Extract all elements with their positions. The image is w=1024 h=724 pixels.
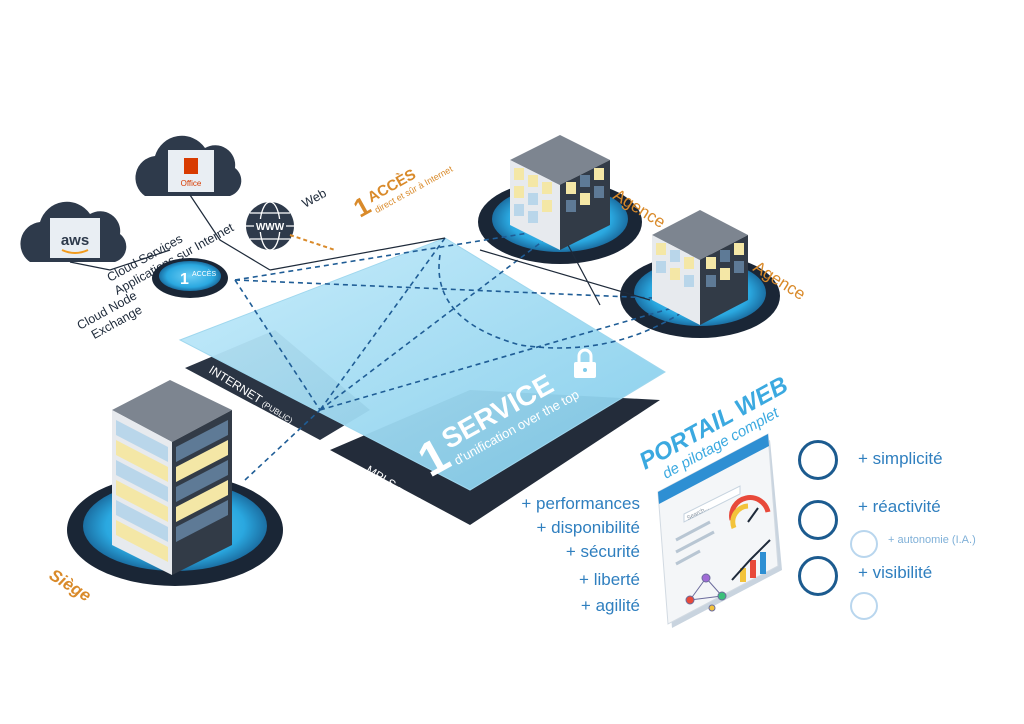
dashboard-panel: Search... — [657, 433, 782, 628]
gauge-icon — [729, 495, 771, 529]
agence-building-1 — [510, 135, 610, 250]
cloud-node-label: Cloud Node Exchange — [75, 288, 145, 342]
feature-reactivite: + réactivité — [858, 497, 941, 516]
feature-autonomie: + autonomie (I.A.) — [888, 534, 976, 546]
feature-simplicite: + simplicité — [858, 449, 943, 468]
web-label: Web — [300, 186, 329, 211]
siege-label: Siège — [46, 565, 95, 605]
office-cloud-icon: Office — [135, 135, 242, 196]
aws-cloud-icon: aws — [20, 201, 127, 262]
benefit-securite: + sécurité — [565, 542, 640, 561]
siege-building — [112, 380, 232, 575]
agence-building-2 — [652, 210, 748, 325]
visibilite-magnifier-icon — [798, 556, 838, 596]
network-graph-icon — [685, 573, 727, 612]
benefit-agilite: + agilité — [580, 596, 640, 615]
svg-text:1: 1 — [180, 271, 189, 288]
benefit-disponibilite: + disponibilité — [536, 518, 641, 537]
svg-text:ACCÈS: ACCÈS — [192, 269, 216, 278]
visibilite-network-icon — [850, 592, 878, 620]
list-lines-icon — [675, 520, 715, 566]
bar-chart-icon — [731, 539, 771, 582]
cloud-node-disc: 1 ACCÈS — [152, 258, 228, 298]
aws-label: aws — [61, 232, 89, 249]
service-platform — [178, 227, 701, 491]
lock-icon — [574, 348, 596, 378]
autonomie-brain-icon — [850, 530, 878, 558]
office-label: Office — [181, 179, 202, 188]
svg-text:WWW: WWW — [256, 222, 285, 233]
benefit-liberte: + liberté — [579, 570, 640, 589]
www-globe-icon: WWW — [246, 201, 294, 251]
simplicite-arrows-icon — [798, 440, 838, 480]
acces-label: 1 ACCÈS direct et sûr à Internet — [348, 164, 454, 224]
benefit-performances: + performances — [521, 494, 640, 513]
reactivite-gears-icon — [798, 500, 838, 540]
feature-visibilite: + visibilité — [858, 563, 933, 582]
